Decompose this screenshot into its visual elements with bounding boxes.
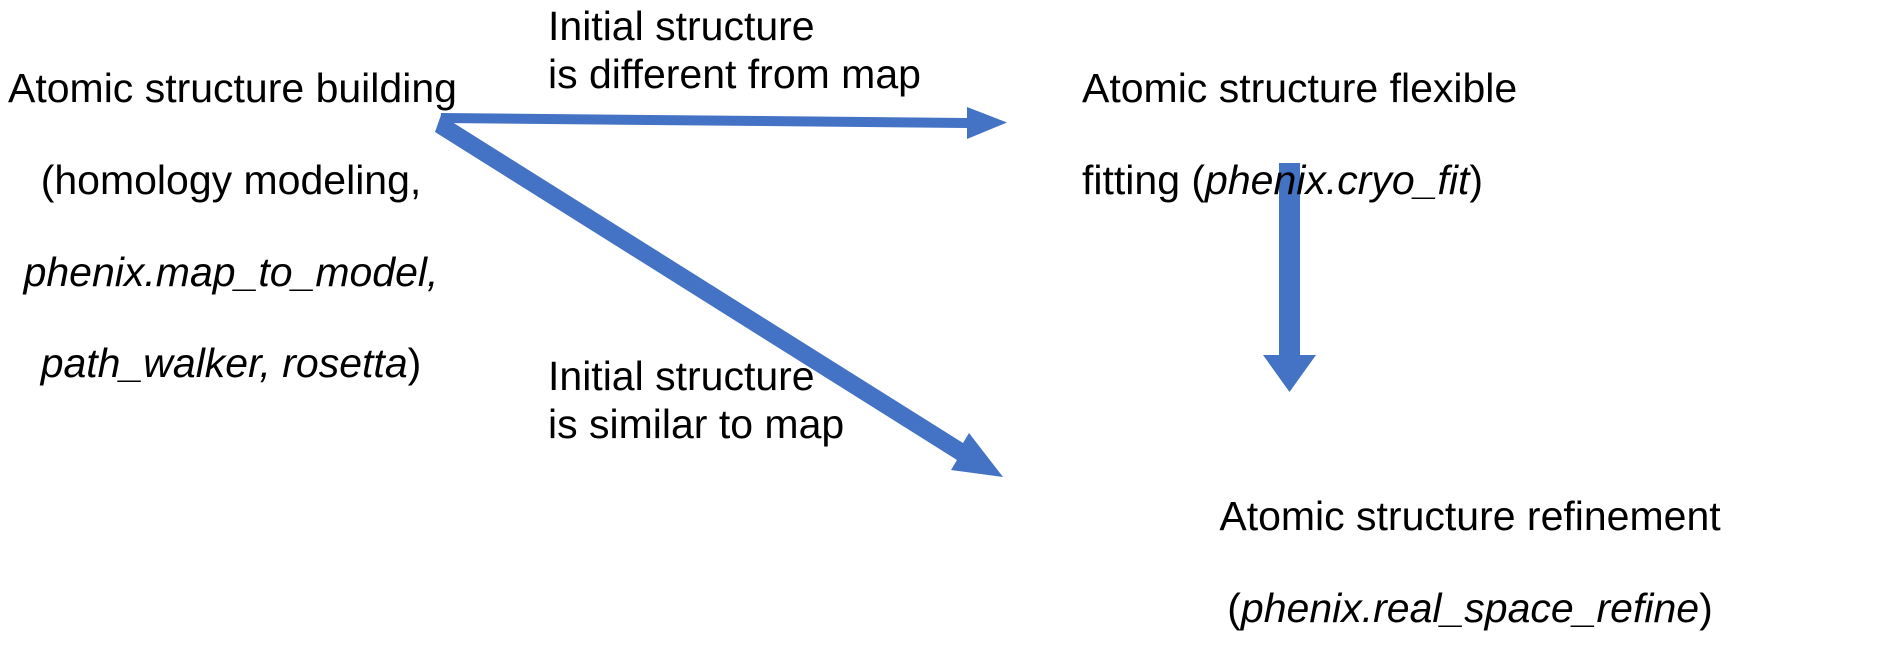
node-refinement-line-2-head: ( [1227,584,1241,631]
edge-label-different-from-map: Initial structure is different from map [548,2,948,99]
node-atomic-structure-building: Atomic structure building (homology mode… [6,20,457,433]
edge-label-similar-line-1: Initial structure [548,353,815,399]
node-flexible-fitting-line-1: Atomic structure flexible [1082,64,1518,111]
edge-label-different-line-1: Initial structure [548,3,815,49]
node-refinement-line-1: Atomic structure refinement [1219,492,1721,539]
node-building-line-4-tail: ) [407,340,422,387]
node-flexible-fitting-line-2-tail: ) [1469,156,1484,203]
node-building-line-1: Atomic structure building [8,64,457,111]
edge-label-different-line-2: is different from map [548,51,921,98]
node-refinement-program: phenix.real_space_refine [1240,584,1700,631]
arrow-horizontal-shape [441,107,1007,139]
node-atomic-structure-refinement: Atomic structure refinement (phenix.real… [1060,448,1880,662]
edge-label-similar-to-map: Initial structure is similar to map [548,352,888,449]
arrow-building-to-flexible-fitting [441,107,1007,139]
node-atomic-structure-flexible-fitting: Atomic structure flexible fitting (pheni… [1082,20,1552,250]
node-building-line-4-italic: path_walker, rosetta [40,340,408,387]
node-building-line-4: path_walker, rosetta) [6,340,456,387]
node-flexible-fitting-program: phenix.cryo_fit [1205,156,1470,203]
node-flexible-fitting-line-2-head: fitting ( [1082,156,1206,203]
node-refinement-line-2: (phenix.real_space_refine) [1060,584,1880,632]
node-flexible-fitting-line-2: fitting (phenix.cryo_fit) [1082,156,1552,204]
node-building-line-2: (homology modeling, [40,156,422,203]
edge-label-similar-line-2: is similar to map [548,401,845,448]
node-building-line-3: phenix.map_to_model, [23,248,439,295]
node-refinement-line-2-tail: ) [1699,584,1713,631]
